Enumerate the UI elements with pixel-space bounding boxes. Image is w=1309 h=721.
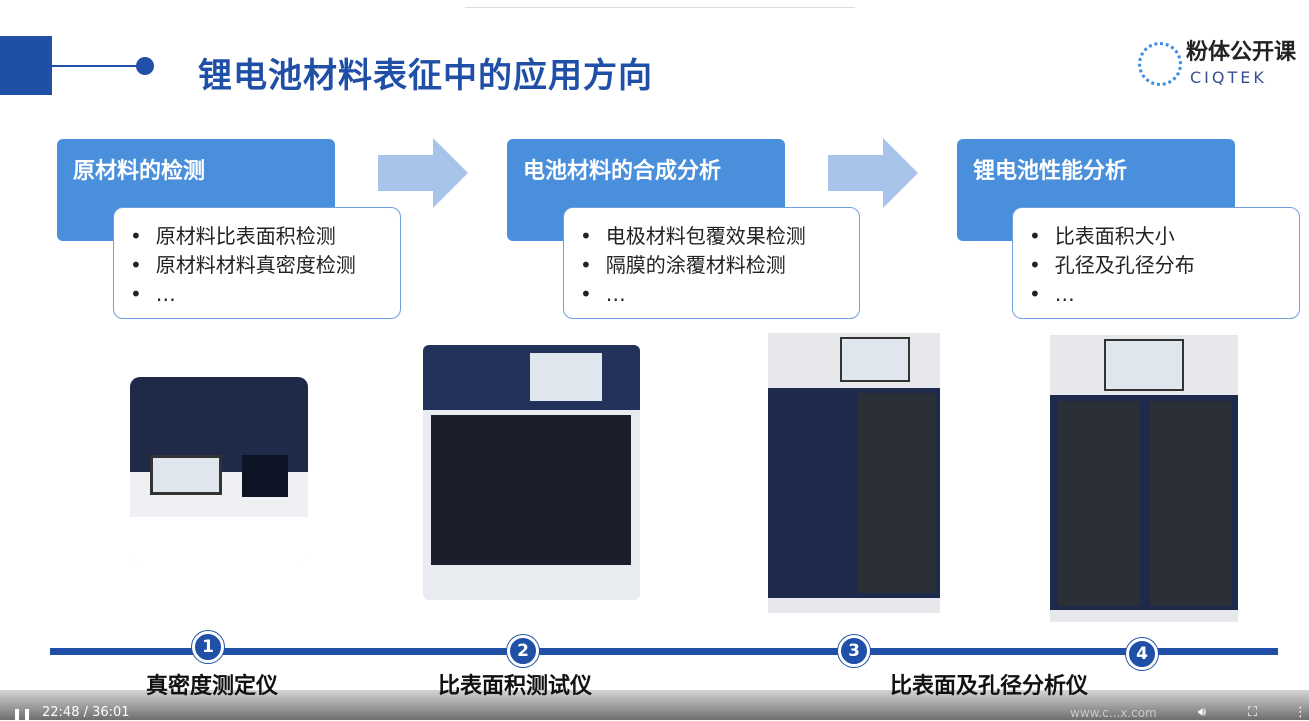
- title-accent-dot: [136, 57, 154, 75]
- playback-time: 22:48 / 36:01: [42, 705, 130, 720]
- list-item: 孔径及孔径分布: [1029, 251, 1283, 280]
- list-item: 原材料比表面积检测: [130, 222, 384, 251]
- list-item: …: [580, 280, 843, 309]
- fullscreen-icon[interactable]: ⛶: [1248, 705, 1258, 720]
- title-accent-line: [52, 65, 142, 67]
- top-bar: [465, 0, 855, 8]
- stage-card-2: 电极材料包覆效果检测 隔膜的涂覆材料检测 …: [563, 207, 860, 319]
- watermark: www.c...x.com: [1070, 706, 1157, 720]
- timeline-label-3: 比表面及孔径分析仪: [890, 674, 1089, 699]
- timeline-number-1: 1: [192, 631, 224, 663]
- instrument-surface-area: [423, 345, 640, 600]
- logo-cn: 粉体公开课: [1186, 40, 1297, 65]
- timeline-line: [50, 648, 1278, 655]
- stage-card-3: 比表面积大小 孔径及孔径分布 …: [1012, 207, 1300, 319]
- instrument-true-density: [130, 377, 308, 562]
- arrow-right-icon: [828, 138, 918, 208]
- list-item: …: [1029, 280, 1283, 309]
- list-item: …: [130, 280, 384, 309]
- list-item: 隔膜的涂覆材料检测: [580, 251, 843, 280]
- list-item: 比表面积大小: [1029, 222, 1283, 251]
- slide-title: 锂电池材料表征中的应用方向: [198, 56, 653, 96]
- logo-mark-icon: [1138, 42, 1182, 86]
- list-item: 原材料材料真密度检测: [130, 251, 384, 280]
- pause-button[interactable]: ❚❚: [12, 707, 33, 721]
- logo-en: CIQTEK: [1190, 68, 1267, 87]
- title-accent-block: [0, 36, 52, 95]
- timeline-number-4: 4: [1126, 638, 1158, 670]
- timeline-number-2: 2: [507, 635, 539, 667]
- instrument-pore-analyzer-1: [768, 333, 940, 613]
- list-item: 电极材料包覆效果检测: [580, 222, 843, 251]
- timeline-label-1: 真密度测定仪: [146, 674, 279, 699]
- timeline-label-2: 比表面积测试仪: [438, 674, 593, 699]
- instrument-pore-analyzer-2: [1050, 335, 1238, 622]
- player-control-bar: [0, 690, 1309, 720]
- logo: 粉体公开课 CIQTEK: [1130, 38, 1300, 94]
- timeline-number-3: 3: [838, 635, 870, 667]
- volume-icon[interactable]: 🔊︎: [1198, 705, 1207, 720]
- arrow-right-icon: [378, 138, 468, 208]
- stage-card-1: 原材料比表面积检测 原材料材料真密度检测 …: [113, 207, 401, 319]
- more-options-icon[interactable]: ⋮: [1294, 705, 1307, 720]
